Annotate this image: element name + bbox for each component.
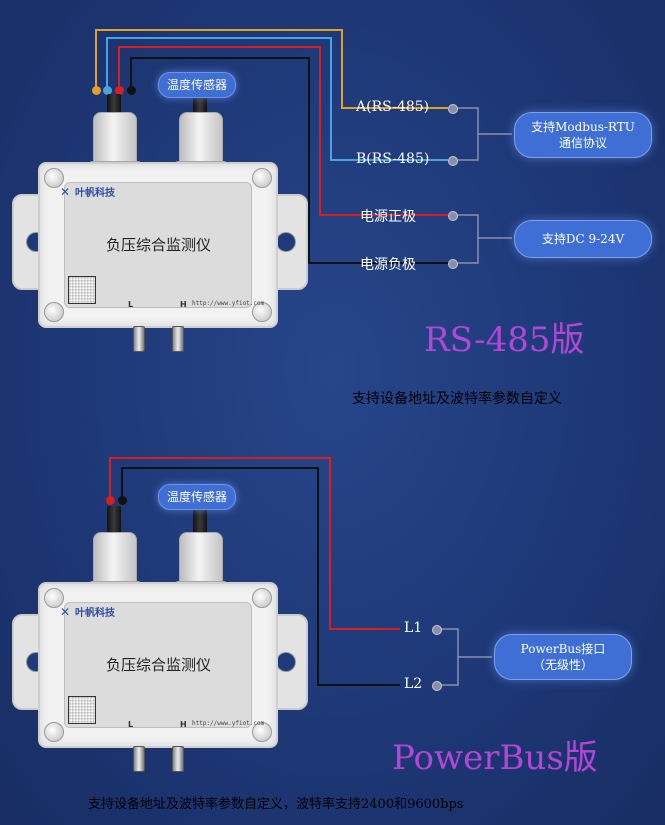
wire-pos [118,46,448,216]
bracket-interface [438,628,459,686]
terminal-dot [448,156,458,166]
device-url: http://www.yfiot.com [192,720,265,727]
pressure-port-h [172,326,184,352]
pressure-port-l [133,746,145,772]
terminal-dot [448,259,458,269]
qr-code [68,276,96,304]
power-text: 支持DC 9-24V [541,232,625,246]
brand-mark-icon: ✕ [60,184,71,199]
interface-line-2: （无级性） [532,658,593,672]
wire-dot-pos [115,86,124,95]
version-label-rs485: RS-485版 [424,320,585,360]
screw [252,722,272,742]
device-enclosure-powerbus: ✕ 叶帆科技 负压综合监测仪 L H http://www.yfiot.com [38,582,278,748]
screw [44,588,64,608]
wire-neg [130,57,448,264]
interface-pill: PowerBus接口 （无级性） [494,634,632,680]
screw [44,168,64,188]
device-title: 负压综合监测仪 [106,236,212,254]
port-label-l: L [128,720,134,729]
interface-line-1: PowerBus接口 [520,642,606,656]
sensor-tag: 温度传感器 [158,72,237,98]
screw [44,302,64,322]
power-pill: 支持DC 9-24V [514,220,652,258]
terminal-label-neg: 电源负极 [360,257,416,273]
wire-b [106,37,448,161]
protocol-line-1: 支持Modbus-RTU [531,120,635,134]
port-label-h: H [180,300,187,309]
port-label-h: H [180,720,187,729]
screw [252,588,272,608]
mount-hole [276,232,296,252]
wire-dot-neg [127,86,136,95]
mount-hole [276,652,296,672]
terminal-label-b: B(RS-485) [356,151,430,167]
terminal-label-l1: L1 [404,620,423,636]
protocol-line-2: 通信协议 [558,136,607,150]
terminal-dot [448,104,458,114]
caption-powerbus: 支持设备地址及波特率参数自定义，波特率支持2400和9600bps [88,797,464,812]
bracket-power [456,214,479,264]
port-label-l: L [128,300,134,309]
wire-l1 [109,457,400,630]
screw [252,168,272,188]
pressure-port-h [172,746,184,772]
qr-code [68,696,96,724]
device-enclosure-rs485: ✕ 叶帆科技 负压综合监测仪 L H http://www.yfiot.com [38,162,278,328]
version-label-powerbus: PowerBus版 [392,738,598,778]
device-title: 负压综合监测仪 [106,656,212,674]
wire-dot-b [103,86,112,95]
brand-name: 叶帆科技 [75,188,115,199]
wire-dot-l1 [106,496,115,505]
screw [252,302,272,322]
pressure-port-l [133,326,145,352]
brand-name: 叶帆科技 [75,608,115,619]
terminal-dot [432,681,442,691]
terminal-label-pos: 电源正极 [360,209,416,225]
wire-dot-a [92,86,101,95]
bracket-protocol [456,107,479,161]
terminal-label-l2: L2 [404,676,423,692]
terminal-dot [432,625,442,635]
terminal-dot [448,211,458,221]
wire-l2 [121,467,400,686]
screw [44,722,64,742]
device-url: http://www.yfiot.com [192,300,265,307]
brand-logo: ✕ 叶帆科技 [60,184,115,200]
protocol-pill: 支持Modbus-RTU 通信协议 [514,112,652,158]
sensor-tag: 温度传感器 [158,484,237,510]
brand-logo: ✕ 叶帆科技 [60,604,115,620]
terminal-label-a: A(RS-485) [356,99,430,115]
wire-dot-l2 [118,496,127,505]
caption-rs485: 支持设备地址及波特率参数自定义 [352,391,562,407]
wire-a [95,29,448,109]
brand-mark-icon: ✕ [60,604,71,619]
